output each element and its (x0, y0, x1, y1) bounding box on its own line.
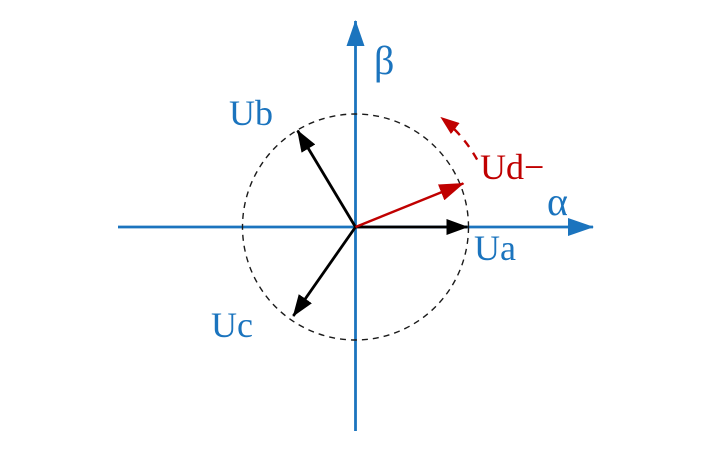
reference-circle (241, 113, 470, 341)
rotation-arrow (440, 116, 479, 161)
beta-axis-label: β (374, 38, 395, 83)
vector-Ud-label: Ud− (480, 147, 545, 187)
vector-Ua-label: Ua (474, 228, 516, 268)
alpha-axis-label: α (547, 179, 568, 224)
vector-Uc (292, 226, 357, 317)
vector-Ub (296, 129, 357, 228)
vector-Ub-label: Ub (229, 93, 273, 133)
vector-Ud (355, 182, 465, 229)
vector-Uc-label: Uc (211, 305, 253, 345)
